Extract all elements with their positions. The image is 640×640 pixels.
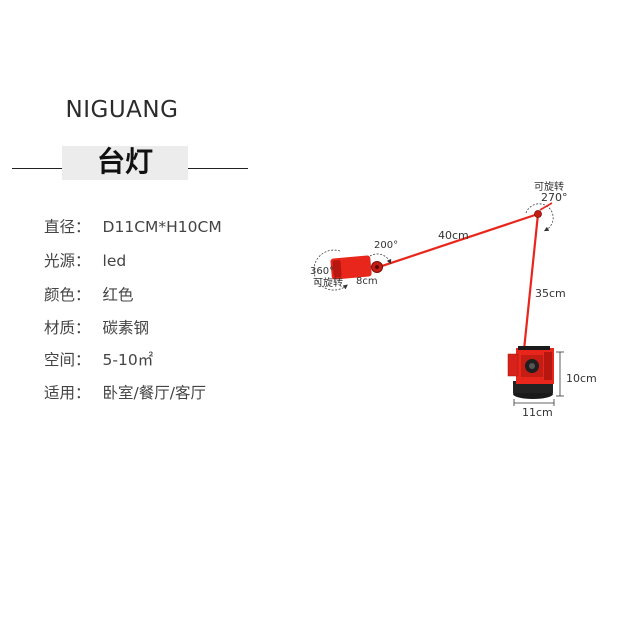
- base-width: 11cm: [522, 406, 553, 419]
- spec-separator: ：: [75, 218, 91, 236]
- top-joint: [534, 210, 542, 218]
- spec-label: 适用: [44, 384, 76, 402]
- spec-row-color: 颜色： 红色: [44, 285, 134, 305]
- angle-arc-head: [369, 253, 392, 265]
- product-title: 台灯: [96, 145, 153, 178]
- spec-value: 卧室/餐厅/客厅: [102, 384, 206, 402]
- rotate-top-text: 可旋转: [534, 180, 564, 193]
- spec-separator: ：: [75, 319, 91, 337]
- lower-arm-length: 35cm: [535, 287, 566, 300]
- lower-arm: [522, 213, 540, 351]
- spec-separator: ：: [75, 252, 91, 270]
- head-rotate-angle: 360°: [310, 266, 334, 277]
- rotate-top-angle: 270°: [541, 191, 568, 204]
- spec-value: 5-10㎡: [102, 351, 154, 369]
- title-divider-left: [12, 168, 62, 169]
- spec-label: 材质: [44, 319, 76, 337]
- spec-label: 直径: [44, 218, 76, 236]
- spec-separator: ：: [75, 351, 91, 369]
- base-height: 10cm: [566, 372, 597, 385]
- brand-name: NIGUANG: [65, 97, 179, 123]
- upper-arm-length: 40cm: [438, 229, 469, 242]
- top-joint-tip: [539, 202, 553, 211]
- title-divider-right: [188, 168, 248, 169]
- spec-row-space: 空间： 5-10㎡: [44, 350, 153, 370]
- spec-label: 空间: [44, 351, 76, 369]
- spec-value: 碳素钢: [102, 319, 150, 337]
- spec-row-light-source: 光源： led: [44, 251, 126, 271]
- spec-row-material: 材质： 碳素钢: [44, 318, 149, 338]
- upper-arm: [375, 212, 539, 270]
- title-background: [62, 146, 188, 180]
- spec-row-usage: 适用： 卧室/餐厅/客厅: [44, 383, 206, 403]
- spec-value: 红色: [102, 286, 134, 304]
- spec-value: led: [102, 252, 127, 270]
- spec-value: D11CM*H10CM: [102, 218, 222, 236]
- spec-separator: ：: [75, 384, 91, 402]
- head-rotate-text: 可旋转: [313, 276, 343, 289]
- rotation-arc-top: [525, 203, 554, 232]
- spec-separator: ：: [75, 286, 91, 304]
- head-length: 8cm: [356, 276, 378, 287]
- head-angle: 200°: [374, 240, 398, 251]
- spec-label: 颜色: [44, 286, 76, 304]
- rotation-arc-head: [313, 249, 348, 291]
- lamp-base: [507, 346, 554, 399]
- spec-row-diameter: 直径： D11CM*H10CM: [44, 217, 222, 237]
- spec-label: 光源: [44, 252, 76, 270]
- lamp-head: [330, 255, 383, 280]
